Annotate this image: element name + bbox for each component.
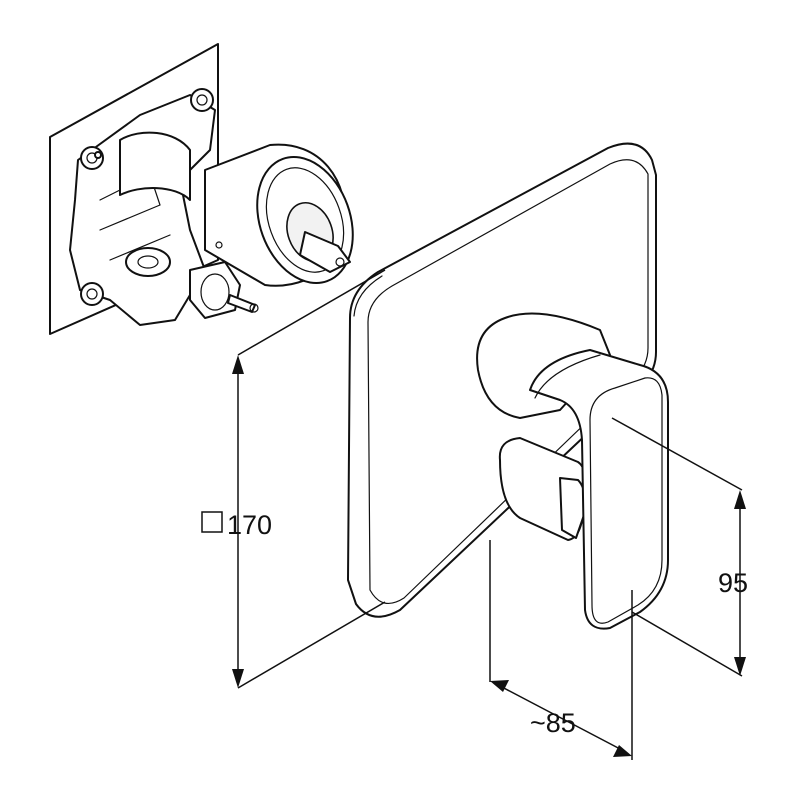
extension-line-95-top	[611, 417, 743, 491]
arrow-left-85	[490, 680, 509, 692]
arrow-up-95	[734, 490, 746, 509]
spindle	[299, 231, 351, 273]
cover-plate-front	[367, 159, 649, 605]
dimension-line-85	[499, 685, 623, 751]
arrow-down-95	[734, 657, 746, 676]
screw-mid-right	[94, 151, 102, 159]
dimension-85: ~85	[489, 540, 633, 760]
arrow-down	[232, 669, 244, 688]
handle-boss	[476, 312, 611, 419]
outlet-fitting	[189, 261, 241, 319]
extension-line-bottom	[237, 601, 386, 689]
screw-bottom-left	[80, 282, 104, 306]
extension-line-top	[237, 269, 386, 356]
dimension-85-label: ~85	[530, 708, 576, 738]
dimension-95-label: 95	[718, 568, 748, 598]
dimension-170: 170	[201, 269, 386, 689]
square-symbol-icon	[201, 511, 223, 533]
extension-line-95-bottom	[631, 611, 743, 677]
arrow-up	[232, 355, 244, 374]
rough-in-valve	[49, 43, 354, 335]
lever-handle	[476, 312, 669, 630]
dimension-95: 95	[611, 417, 748, 677]
handle-face	[589, 377, 663, 624]
handle-lever	[529, 349, 669, 630]
screw-top-right	[190, 88, 214, 112]
dimension-170-label: 170	[227, 510, 272, 540]
arrow-right-85	[613, 745, 632, 757]
